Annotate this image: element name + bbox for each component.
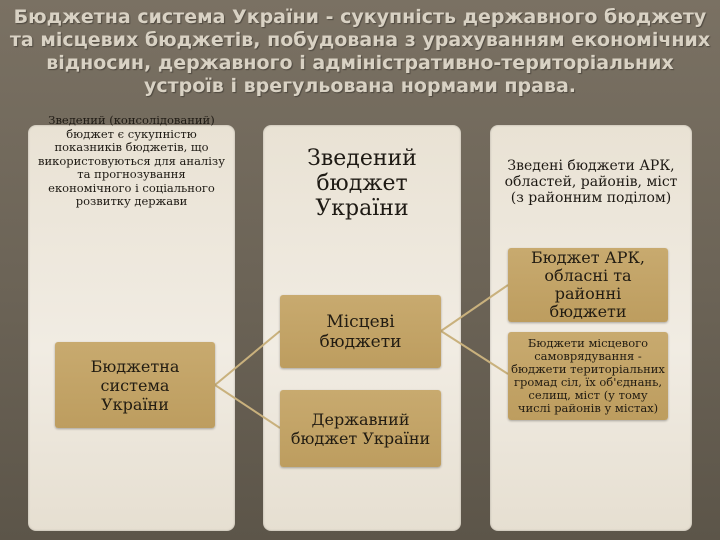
state-budget-box: Державний бюджет України bbox=[280, 390, 441, 467]
selfgov-budgets-label: Бюджети місцевого самоврядування - бюдже… bbox=[511, 336, 665, 415]
local-budgets-box: Місцеві бюджети bbox=[280, 295, 441, 368]
consolidated-regional-budgets: Зведені бюджети АРК, областей, районів, … bbox=[504, 158, 678, 206]
selfgov-budgets-box: Бюджети місцевого самоврядування - бюдже… bbox=[508, 332, 668, 420]
budget-system-box: Бюджетна система України bbox=[55, 342, 215, 428]
regional-budgets-box: Бюджет АРК, обласні та районні бюджети bbox=[508, 248, 668, 322]
state-budget-label: Державний бюджет України bbox=[290, 409, 431, 448]
local-budgets-label: Місцеві бюджети bbox=[319, 311, 402, 352]
panel-left bbox=[28, 125, 235, 531]
consolidated-budget-note: Зведений (консолідований) бюджет є сукуп… bbox=[38, 113, 225, 208]
regional-budgets-label: Бюджет АРК, обласні та районні бюджети bbox=[530, 248, 645, 321]
page-title: Бюджетна система України - сукупність де… bbox=[9, 6, 711, 97]
consolidated-budget-ukraine: Зведений бюджет України bbox=[307, 146, 417, 221]
panel-right bbox=[490, 125, 692, 531]
budget-system-label: Бюджетна система України bbox=[90, 356, 180, 414]
